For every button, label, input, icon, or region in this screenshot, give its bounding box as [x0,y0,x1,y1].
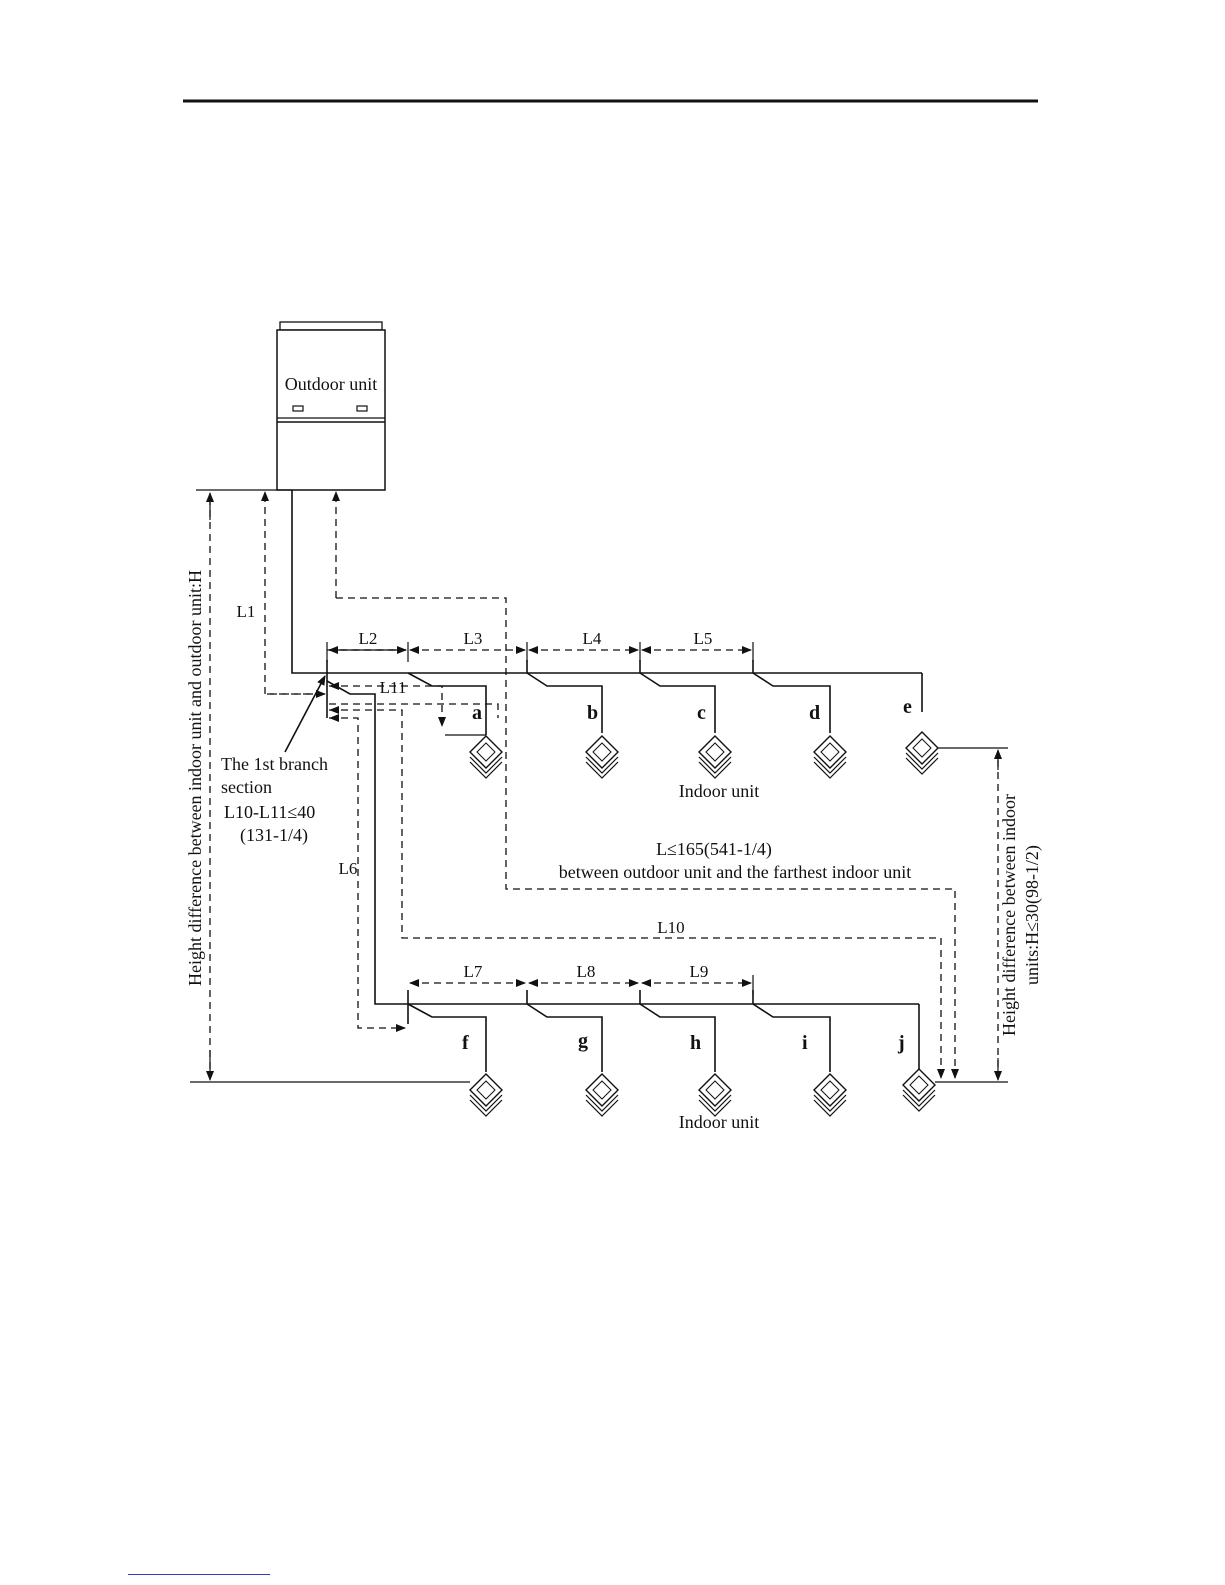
label-L11: L11 [380,678,407,697]
dimension-L6: L6 [329,714,406,1032]
first-branch-callout: The 1st branch section L10-L11≤40 (131-1… [221,675,328,846]
max-length-line1: L≤165(541-1/4) [656,839,772,860]
indoor-unit-label-bottom: Indoor unit [679,1112,760,1132]
main-pipes [291,490,923,1072]
height-indoor-line2: units:H≤30(98-1/2) [1022,845,1043,985]
indoor-unit-label-top: Indoor unit [679,781,760,801]
label-L3: L3 [464,629,483,648]
height-outdoor-label: Height difference between indoor unit an… [185,570,205,986]
unit-letters-bottom: f g h i j [462,1030,905,1054]
unit-a: a [472,702,482,724]
dimension-L1: L1 [237,491,326,698]
label-L8: L8 [577,962,596,981]
first-branch-line2: section [221,777,272,797]
dimension-max-length: L≤165(541-1/4) between outdoor unit and … [329,491,959,1079]
first-branch-line1: The 1st branch [221,754,328,774]
dimension-bottom: L7 L8 L9 [409,962,754,995]
label-L9: L9 [690,962,709,981]
dimension-L10: L10 [329,706,945,1079]
label-L6: L6 [339,859,358,878]
indoor-units-bottom [469,1068,936,1117]
unit-b: b [587,702,598,724]
unit-f: f [462,1032,469,1054]
unit-d: d [809,702,820,724]
dimension-top: L2 L3 L4 L5 [326,629,754,662]
unit-c: c [697,702,706,724]
max-length-line2: between outdoor unit and the farthest in… [559,862,911,882]
height-outdoor-indoor: Height difference between indoor unit an… [185,489,470,1083]
outdoor-unit-label: Outdoor unit [285,374,378,394]
label-L4: L4 [583,629,602,648]
height-indoor-line1: Height difference between indoor [999,794,1019,1036]
unit-e: e [903,696,912,718]
unit-letters-top: a b c d e [472,696,912,724]
unit-i: i [802,1032,808,1054]
label-L5: L5 [694,629,713,648]
label-L10: L10 [657,918,684,937]
height-indoor-indoor: Height difference between indoor units:H… [935,747,1043,1083]
label-L1: L1 [237,602,256,621]
footer-link-rule [128,1574,270,1575]
first-branch-line3: L10-L11≤40 [224,802,315,822]
first-branch-line4: (131-1/4) [240,825,308,846]
outdoor-unit: Outdoor unit [276,321,386,491]
label-L2: L2 [359,629,378,648]
unit-j: j [897,1032,905,1054]
label-L7: L7 [464,962,483,981]
unit-g: g [578,1030,588,1052]
unit-h: h [690,1032,701,1054]
dimension-L11: L11 [329,678,446,727]
indoor-units-top [469,731,939,779]
